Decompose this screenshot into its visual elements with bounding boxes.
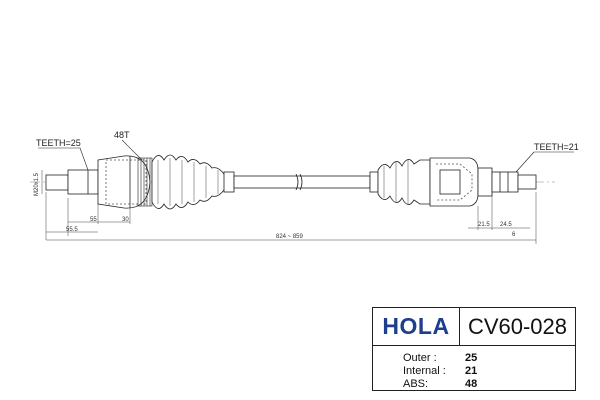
spec-row-outer: Outer : 25	[403, 352, 575, 365]
brand-name: HOLA	[382, 313, 450, 339]
spec-value: 21	[465, 365, 478, 377]
part-number: CV60-028	[467, 313, 568, 339]
dim-55-5: 55.5	[66, 227, 78, 233]
spec-value: 48	[465, 378, 478, 390]
leader-lines	[38, 139, 574, 173]
spec-row-internal: Internal : 21	[403, 365, 575, 378]
thread-label: M20x1.5	[34, 172, 40, 196]
teeth-outer-label: TEETH=25	[36, 138, 81, 148]
inner-stub	[491, 171, 537, 193]
spec-key: Outer :	[403, 352, 437, 364]
inner-cv-joint	[429, 157, 493, 207]
brand-logo: HOLA	[373, 308, 460, 345]
dim-6: 6	[512, 232, 516, 238]
spec-value: 25	[465, 352, 478, 364]
outer-cv-joint	[97, 155, 151, 209]
cv-axle-drawing: TEETH=25 48T TEETH=21 M20x1.5 55 30 55.5…	[30, 130, 579, 244]
inner-boot	[369, 159, 431, 205]
dim-30: 30	[122, 217, 129, 223]
dimension-lines	[41, 170, 537, 244]
dim-21-5: 21.5	[478, 222, 490, 228]
outer-boot	[151, 154, 235, 210]
abs-teeth-label: 48T	[114, 130, 130, 140]
spec-row-abs: ABS: 48	[403, 378, 575, 391]
dim-24-5: 24.5	[500, 222, 512, 228]
main-shaft	[233, 173, 371, 191]
spec-key: Internal :	[403, 365, 446, 377]
dim-total-length: 824 ~ 859	[276, 234, 304, 240]
dim-55: 55	[90, 217, 97, 223]
spec-key: ABS:	[403, 378, 429, 390]
title-block: HOLA CV60-028 Outer : 25 Internal : 21 A…	[372, 307, 576, 391]
title-block-header: HOLA CV60-028	[373, 308, 575, 346]
spec-list: Outer : 25 Internal : 21 ABS: 48	[373, 346, 575, 391]
outer-stub	[45, 169, 99, 195]
teeth-inner-label: TEETH=21	[534, 142, 579, 152]
